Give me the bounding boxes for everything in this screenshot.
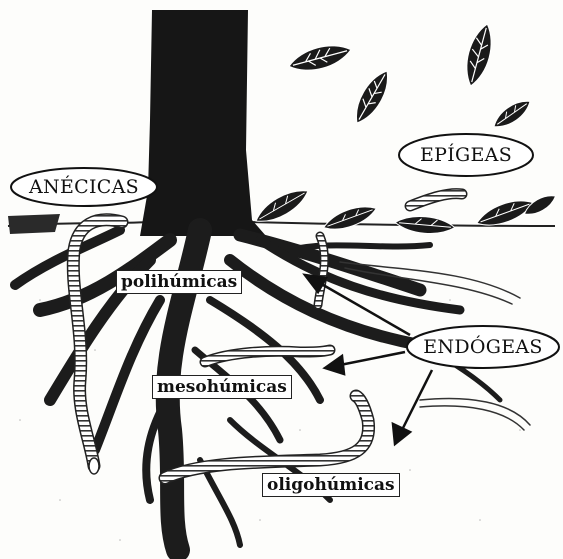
ground-litter-left <box>8 214 60 234</box>
leaf-2 <box>349 66 396 128</box>
label-endogeas: ENDÓGEAS <box>407 333 559 361</box>
tree-trunk <box>140 10 266 236</box>
label-anecicas: ANÉCICAS <box>14 173 154 201</box>
label-mesohumicas: mesohúmicas <box>152 375 292 399</box>
label-oligohumicas: oligohúmicas <box>262 473 400 497</box>
leaf-4 <box>490 95 535 133</box>
label-polihumicas: polihúmicas <box>116 270 242 294</box>
leaf-3 <box>461 21 498 88</box>
leaf-1 <box>286 40 353 77</box>
label-epigeas: EPÍGEAS <box>399 141 533 169</box>
leaf-litter <box>252 183 559 236</box>
falling-leaves <box>286 21 534 132</box>
